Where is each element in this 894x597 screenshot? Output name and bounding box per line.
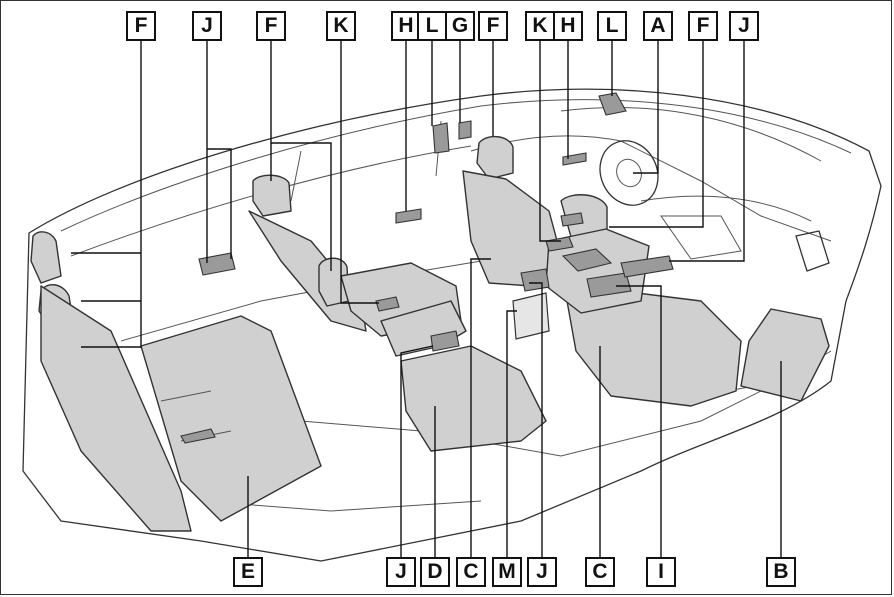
callout-label-f: F [126,11,156,41]
callout-label-a: A [643,11,673,41]
callout-label-k: K [326,11,356,41]
callout-label-c: C [456,557,486,587]
callout-label-j: J [192,11,222,41]
callout-label-f: F [688,11,718,41]
callout-label-e: E [233,557,263,587]
callout-label-b: B [766,557,796,587]
callout-label-c: C [585,557,615,587]
callout-label-h: H [553,11,583,41]
callout-label-j: J [386,557,416,587]
callout-label-f: F [478,11,508,41]
callout-label-j: J [527,557,557,587]
callout-label-d: D [420,557,450,587]
callout-label-i: I [646,557,676,587]
callout-label-k: K [525,11,555,41]
callout-label-l: L [597,11,627,41]
callout-label-f: F [256,11,286,41]
callout-label-l: L [417,11,447,41]
callout-label-g: G [445,11,475,41]
callout-label-j: J [729,11,759,41]
callout-label-m: M [492,557,522,587]
